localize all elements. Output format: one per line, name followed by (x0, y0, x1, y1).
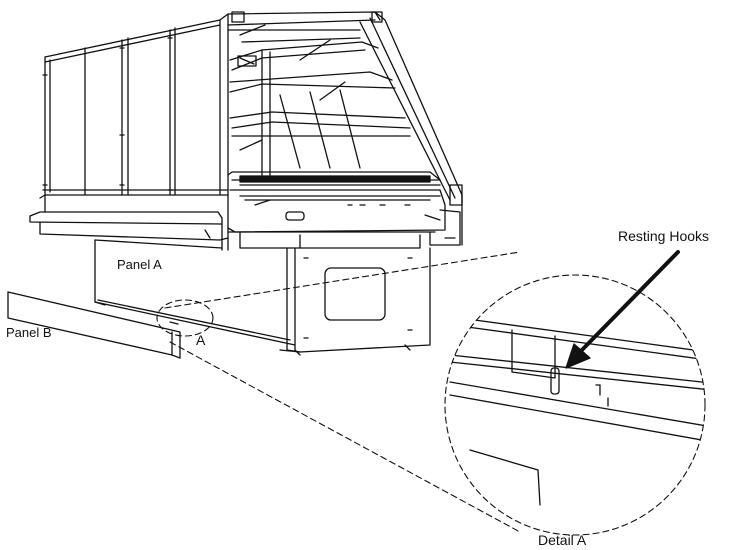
resting-hooks-label: Resting Hooks (618, 228, 710, 244)
callout (156, 251, 706, 536)
detail-a-label: Detail A (538, 532, 587, 548)
base-cabinet (94, 239, 431, 356)
detail-a-view (449, 317, 705, 506)
case-frame (42, 11, 463, 246)
detail-marker-label: A (196, 332, 206, 348)
resting-hooks-arrow (565, 250, 680, 369)
front-rail (29, 194, 436, 251)
panel-b-label: Panel B (6, 325, 52, 340)
deck (227, 171, 461, 246)
panel-a-label: Panel A (117, 257, 162, 272)
